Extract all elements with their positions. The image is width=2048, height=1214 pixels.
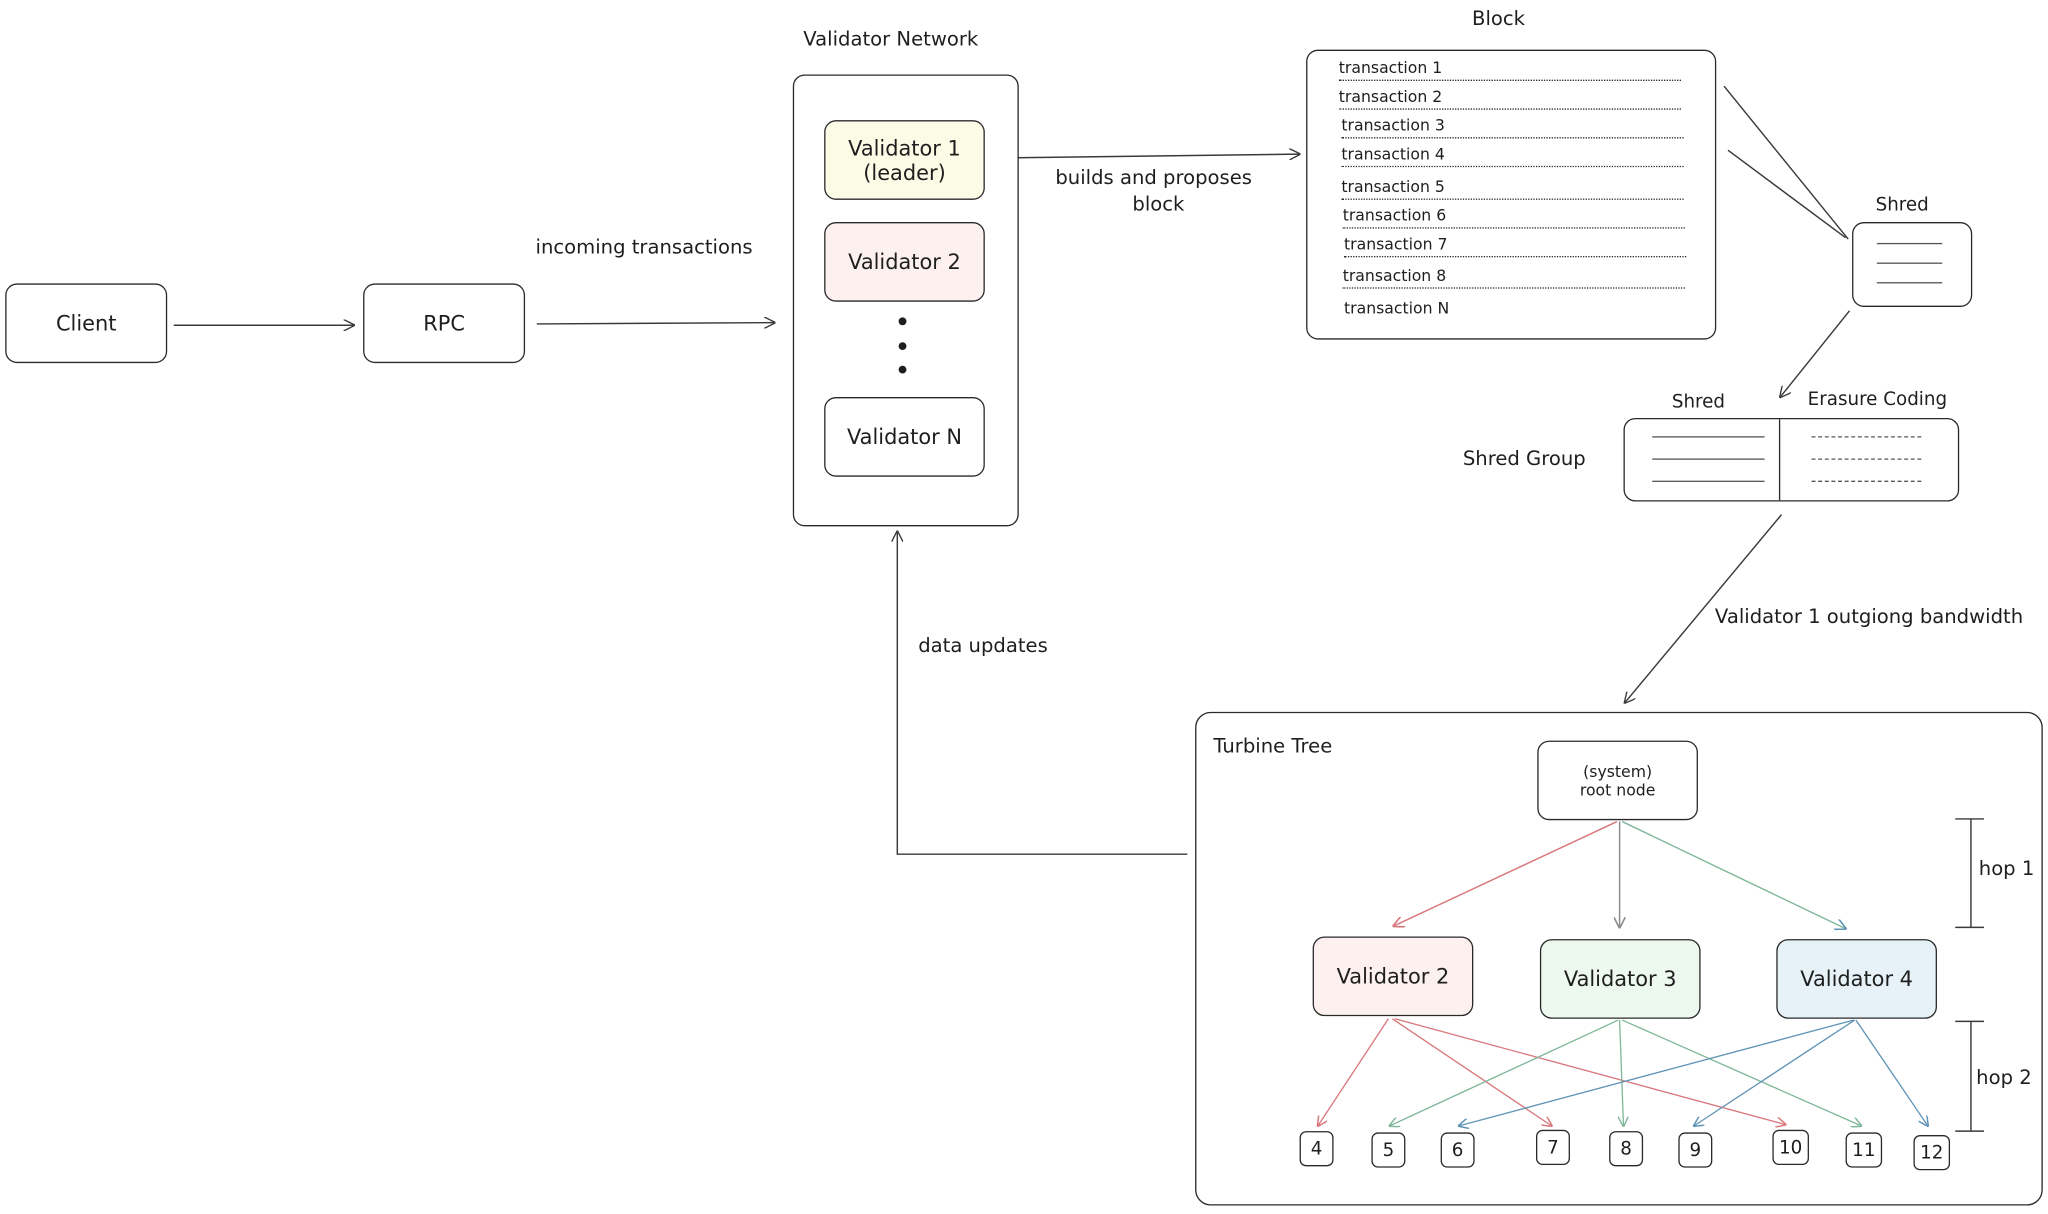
hop2-label: hop 2 — [1976, 1065, 2032, 1090]
tree-validator3-label: Validator 3 — [1563, 966, 1677, 992]
leaf-node-8[interactable]: 8 — [1609, 1131, 1644, 1167]
client-label: Client — [55, 310, 117, 336]
erasure-coding-title: Erasure Coding — [1807, 389, 1948, 411]
root-node-label: root node — [1579, 780, 1656, 799]
block-box — [1306, 49, 1717, 340]
shred-group-label: Shred Group — [1462, 446, 1586, 471]
ellipsis-dot-1 — [898, 317, 907, 326]
edge-v2-4 — [1318, 1018, 1389, 1126]
arrow-shred-group — [1780, 310, 1851, 397]
edge-root-v4 — [1621, 820, 1845, 929]
validator-network-title: Validator Network — [803, 27, 979, 51]
client-box[interactable]: Client — [5, 283, 168, 364]
erasure-line-3 — [1811, 480, 1922, 482]
tree-validator2-label: Validator 2 — [1336, 963, 1450, 989]
leaf-node-5[interactable]: 5 — [1371, 1132, 1406, 1168]
tree-validator4-label: Validator 4 — [1800, 966, 1913, 992]
shred-top-title: Shred — [1875, 194, 1929, 216]
edge-v3-5 — [1390, 1019, 1619, 1126]
transaction-row: transaction 3 — [1341, 116, 1684, 139]
turbine-tree-box — [1195, 711, 2043, 1206]
ellipsis-dot-2 — [898, 342, 907, 351]
incoming-transactions-label: incoming transactions — [535, 235, 753, 259]
validatorN-label: Validator N — [846, 424, 962, 450]
edge-v4-6 — [1459, 1019, 1854, 1126]
validator2-box[interactable]: Validator 2 — [824, 222, 985, 302]
arrow-data-updates — [897, 532, 1188, 855]
validator1-label: Validator 1 — [848, 135, 961, 160]
shred-line-2 — [1876, 262, 1943, 264]
validator2-label: Validator 2 — [848, 249, 961, 275]
shred-group-box[interactable] — [1623, 417, 1960, 502]
transaction-row: transaction 6 — [1342, 206, 1685, 229]
shred-line-1 — [1876, 242, 1943, 245]
leaf-node-6[interactable]: 6 — [1440, 1132, 1475, 1168]
line-block-shred-a — [1723, 85, 1849, 240]
ellipsis-dot-3 — [898, 365, 907, 374]
data-updates-label: data updates — [918, 633, 1048, 657]
erasure-line-1 — [1811, 436, 1922, 438]
leaf-node-4[interactable]: 4 — [1299, 1131, 1334, 1167]
builds-proposes-label: builds and proposes — [1055, 165, 1252, 190]
transaction-row: transaction 7 — [1343, 235, 1687, 258]
transaction-row: transaction 8 — [1342, 266, 1685, 289]
leader-label: (leader) — [863, 159, 946, 185]
leaf-node-12[interactable]: 12 — [1913, 1135, 1951, 1171]
group-shred-line-2 — [1652, 458, 1765, 460]
edge-v2-10 — [1394, 1018, 1786, 1125]
leaf-node-11[interactable]: 11 — [1845, 1132, 1883, 1168]
shred-group-divider — [1778, 419, 1781, 501]
arrow-leader-block — [991, 154, 1299, 158]
transaction-row: transaction N — [1343, 299, 1450, 318]
turbine-tree-title: Turbine Tree — [1213, 734, 1333, 758]
system-label: (system) — [1583, 762, 1653, 781]
transaction-row: transaction 4 — [1341, 145, 1684, 168]
hop2-bracket — [1955, 1020, 1984, 1132]
line-block-shred-b — [1727, 149, 1846, 239]
arrow-group-tree — [1625, 514, 1783, 703]
hop1-bracket — [1955, 818, 1984, 929]
group-shred-line-3 — [1652, 480, 1765, 482]
hop1-label: hop 1 — [1978, 856, 2035, 881]
validator1-leader-box[interactable]: Validator 1 (leader) — [824, 120, 985, 200]
tree-validator2-box[interactable]: Validator 2 — [1312, 936, 1474, 1017]
group-shred-line-1 — [1652, 436, 1765, 438]
shred-box[interactable] — [1852, 222, 1973, 307]
tree-validator3-box[interactable]: Validator 3 — [1539, 939, 1701, 1019]
arrow-rpc-network — [536, 323, 775, 324]
rpc-label: RPC — [423, 310, 465, 336]
rpc-box[interactable]: RPC — [363, 283, 526, 364]
shred-column-title: Shred — [1671, 391, 1726, 413]
shred-line-3 — [1876, 282, 1943, 284]
edge-v4-12 — [1855, 1019, 1928, 1126]
transaction-row: transaction 2 — [1338, 88, 1681, 110]
transaction-row: transaction 5 — [1341, 178, 1684, 200]
leaf-node-9[interactable]: 9 — [1678, 1132, 1713, 1168]
leaf-node-10[interactable]: 10 — [1772, 1129, 1809, 1166]
root-node-box[interactable]: (system) root node — [1537, 740, 1698, 821]
leaf-node-7[interactable]: 7 — [1535, 1129, 1570, 1166]
edge-root-v2 — [1394, 820, 1618, 926]
block-title: Block — [1471, 6, 1525, 31]
edge-v4-9 — [1694, 1019, 1856, 1126]
tree-validator4-box[interactable]: Validator 4 — [1776, 939, 1937, 1019]
outgoing-bandwidth-label: Validator 1 outgiong bandwidth — [1714, 604, 2024, 629]
transaction-row: transaction 1 — [1338, 59, 1681, 81]
edge-v3-11 — [1621, 1019, 1861, 1126]
validatorN-box[interactable]: Validator N — [824, 397, 985, 477]
builds-block-label: block — [1132, 191, 1185, 216]
edge-v3-8 — [1620, 1020, 1624, 1126]
erasure-line-2 — [1811, 458, 1922, 460]
